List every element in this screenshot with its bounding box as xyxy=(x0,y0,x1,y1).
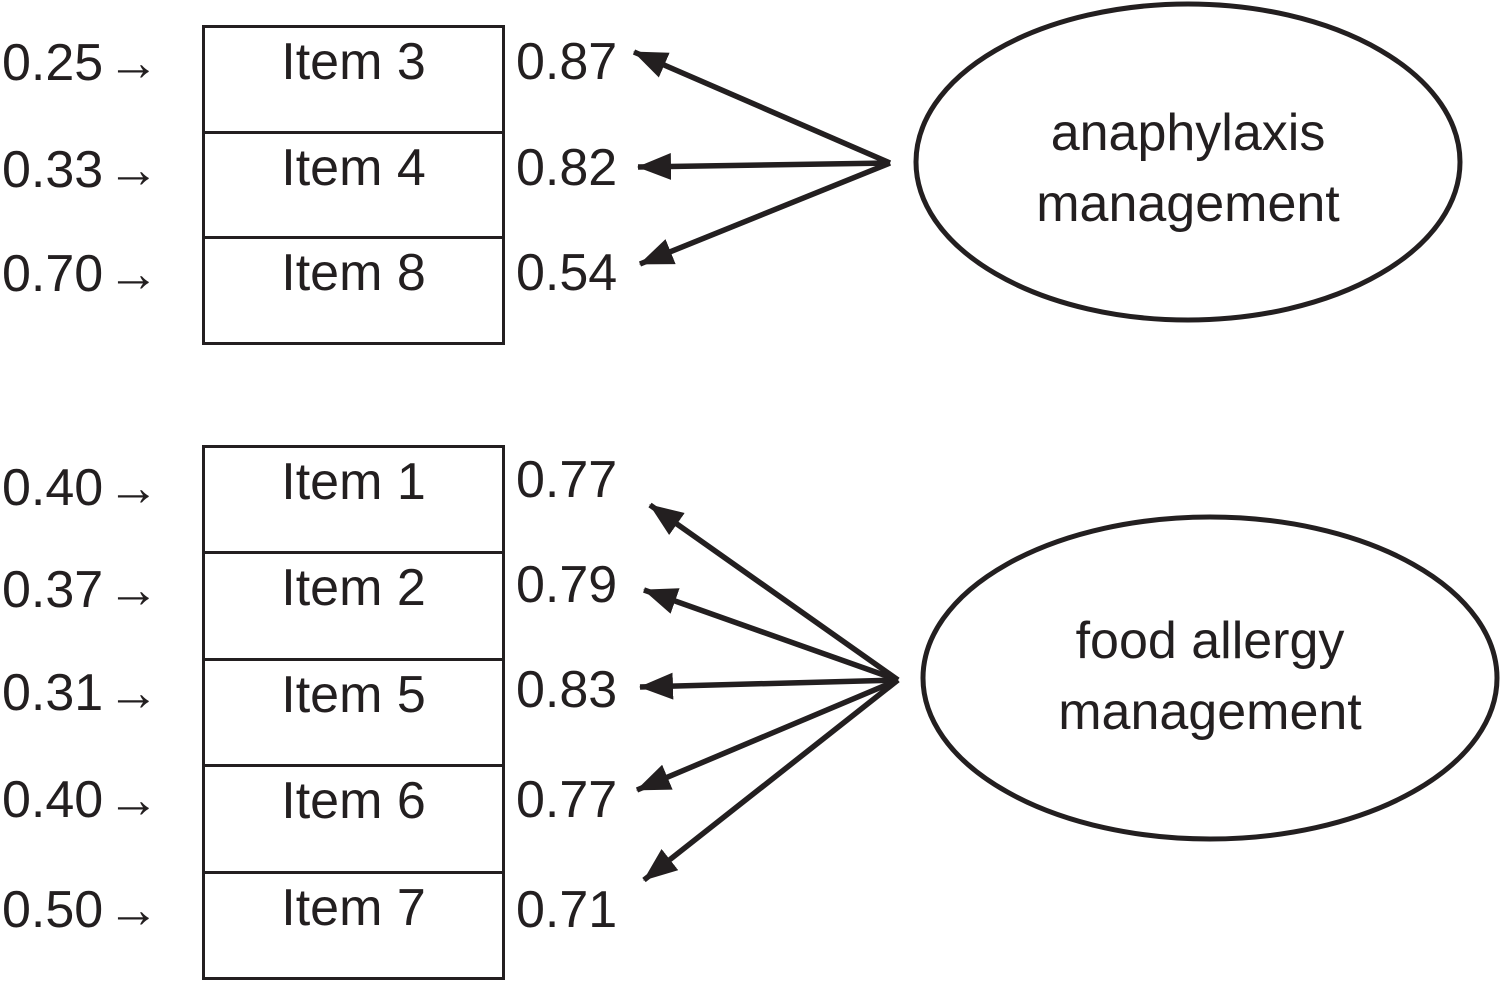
error-variance-value: 0.33 xyxy=(2,141,104,199)
item-box: Item 3 xyxy=(205,28,502,131)
path-arrow-item4 xyxy=(637,152,891,180)
item-box: Item 4 xyxy=(205,130,502,237)
item-label: Item 1 xyxy=(281,453,426,511)
item-label: Item 5 xyxy=(281,665,426,724)
error-variance-label: 0.25→ xyxy=(2,32,172,94)
loading-label: 0.82 xyxy=(516,139,618,197)
error-variance-label: 0.31→ xyxy=(2,662,172,724)
error-variance-label: 0.40→ xyxy=(2,457,172,519)
right-arrow-glyph: → xyxy=(107,561,160,619)
latent-factor-ellipse-anaphylaxis xyxy=(913,1,1463,323)
path-arrow-item2 xyxy=(643,587,899,683)
item-label: Item 7 xyxy=(281,878,426,937)
loading-label: 0.71 xyxy=(516,881,618,939)
item-label: Item 3 xyxy=(281,33,426,91)
path-arrow-item5 xyxy=(639,672,899,700)
item-box: Item 8 xyxy=(205,236,502,342)
path-arrow-item8 xyxy=(638,160,892,267)
error-variance-value: 0.31 xyxy=(2,664,104,722)
item-label: Item 2 xyxy=(281,559,426,618)
error-variance-value: 0.70 xyxy=(2,245,104,303)
right-arrow-glyph: → xyxy=(107,141,160,199)
path-arrow-item6 xyxy=(635,677,900,793)
path-arrow-item1 xyxy=(648,502,900,683)
right-arrow-glyph: → xyxy=(107,459,160,517)
right-arrow-glyph: → xyxy=(107,771,160,829)
loading-label: 0.87 xyxy=(516,33,618,91)
right-arrow-glyph: → xyxy=(107,245,160,303)
error-variance-value: 0.50 xyxy=(2,881,104,939)
right-arrow-glyph: → xyxy=(107,664,160,722)
right-arrow-glyph: → xyxy=(107,881,160,939)
loading-label: 0.79 xyxy=(516,556,618,614)
item-box: Item 1 xyxy=(205,448,502,551)
factor-label-line: management xyxy=(1058,683,1362,741)
item-label: Item 8 xyxy=(281,244,426,303)
item-box: Item 6 xyxy=(205,764,502,870)
error-variance-value: 0.40 xyxy=(2,771,104,829)
error-variance-label: 0.33→ xyxy=(2,139,172,201)
error-variance-value: 0.37 xyxy=(2,561,104,619)
loading-label: 0.77 xyxy=(516,451,618,509)
right-arrow-glyph: → xyxy=(107,34,160,92)
error-variance-value: 0.25 xyxy=(2,34,104,92)
item-box: Item 5 xyxy=(205,657,502,764)
path-arrow-item7 xyxy=(642,677,900,883)
latent-factor-ellipse-food-allergy xyxy=(920,514,1500,842)
factor1-loading-arrows xyxy=(632,49,892,267)
indicator-box-stack-factor2: Item 1 Item 2 Item 5 Item 6 Item 7 xyxy=(202,445,505,980)
factor-label-anaphylaxis: anaphylaxis management xyxy=(928,98,1448,240)
item-box: Item 2 xyxy=(205,551,502,657)
factor-label-line: management xyxy=(1036,175,1340,233)
error-variance-label: 0.40→ xyxy=(2,769,172,831)
indicator-box-stack-factor1: Item 3 Item 4 Item 8 xyxy=(202,25,505,345)
error-variance-label: 0.70→ xyxy=(2,243,172,305)
path-arrow-item3 xyxy=(632,49,892,166)
item-box: Item 7 xyxy=(205,870,502,977)
item-label: Item 4 xyxy=(281,138,426,197)
error-variance-label: 0.37→ xyxy=(2,559,172,621)
loading-label: 0.54 xyxy=(516,244,618,302)
loading-label: 0.83 xyxy=(516,661,618,719)
factor-label-food-allergy: food allergy management xyxy=(950,606,1470,748)
loading-label: 0.77 xyxy=(516,771,618,829)
item-label: Item 6 xyxy=(281,772,426,831)
factor-label-line: food allergy xyxy=(1075,612,1345,670)
error-variance-value: 0.40 xyxy=(2,459,104,517)
factor2-loading-arrows xyxy=(635,502,900,883)
factor-label-line: anaphylaxis xyxy=(1050,104,1326,162)
error-variance-label: 0.50→ xyxy=(2,879,172,941)
